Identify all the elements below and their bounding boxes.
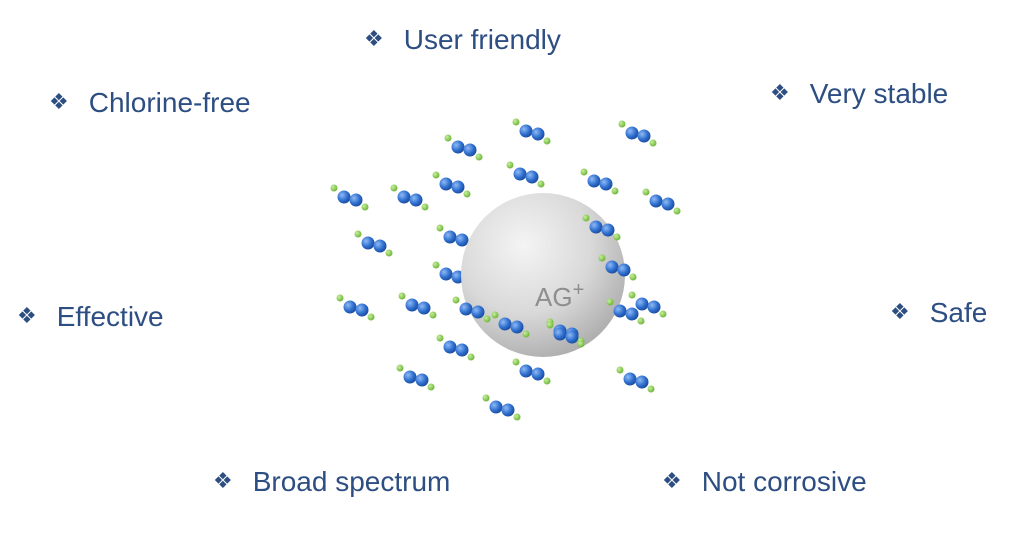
molecule-icon [642, 188, 681, 215]
molecule-icon [354, 230, 393, 257]
molecule-icon [482, 394, 521, 421]
diamond-bullet-icon: ❖ [662, 469, 682, 494]
molecule-icon [436, 334, 475, 361]
molecule-icon [432, 171, 471, 198]
diamond-bullet-icon: ❖ [213, 469, 233, 494]
feature-chlorine-free: ❖ Chlorine-free [49, 89, 251, 117]
sphere-label-charge: + [573, 279, 585, 301]
diamond-bullet-icon: ❖ [49, 90, 69, 115]
feature-label: Not corrosive [701, 466, 867, 497]
molecule-icon [390, 184, 429, 211]
molecule-icon [618, 120, 657, 147]
molecule-icon [444, 134, 483, 161]
silver-sphere [461, 193, 625, 357]
molecule-icon [336, 294, 375, 321]
molecule-icon [330, 184, 369, 211]
diamond-bullet-icon: ❖ [17, 304, 37, 329]
feature-label: Effective [56, 301, 164, 332]
molecule-icon [580, 168, 619, 195]
feature-not-corrosive: ❖ Not corrosive [662, 468, 867, 496]
molecule-icon [396, 364, 435, 391]
molecule-icon [512, 118, 551, 145]
feature-label: Very stable [809, 78, 949, 109]
molecule-icon [512, 358, 551, 385]
feature-safe: ❖ Safe [890, 299, 987, 327]
molecule-icon [616, 366, 655, 393]
feature-broad-spectrum: ❖ Broad spectrum [213, 468, 450, 496]
diamond-bullet-icon: ❖ [364, 27, 384, 52]
feature-user-friendly: ❖ User friendly [364, 26, 561, 54]
molecule-icon [398, 292, 437, 319]
molecule-icon [506, 161, 545, 188]
feature-label: Broad spectrum [252, 466, 451, 497]
feature-label: Chlorine-free [88, 87, 251, 118]
diamond-bullet-icon: ❖ [890, 300, 910, 325]
silver-ion-diagram: AG+ [330, 118, 681, 421]
feature-label: Safe [929, 297, 988, 328]
feature-label: User friendly [403, 24, 561, 55]
sphere-label-element: AG [535, 282, 573, 312]
feature-very-stable: ❖ Very stable [770, 80, 948, 108]
sphere-label: AG+ [535, 279, 584, 312]
diamond-bullet-icon: ❖ [770, 81, 790, 106]
feature-effective: ❖ Effective [17, 303, 164, 331]
